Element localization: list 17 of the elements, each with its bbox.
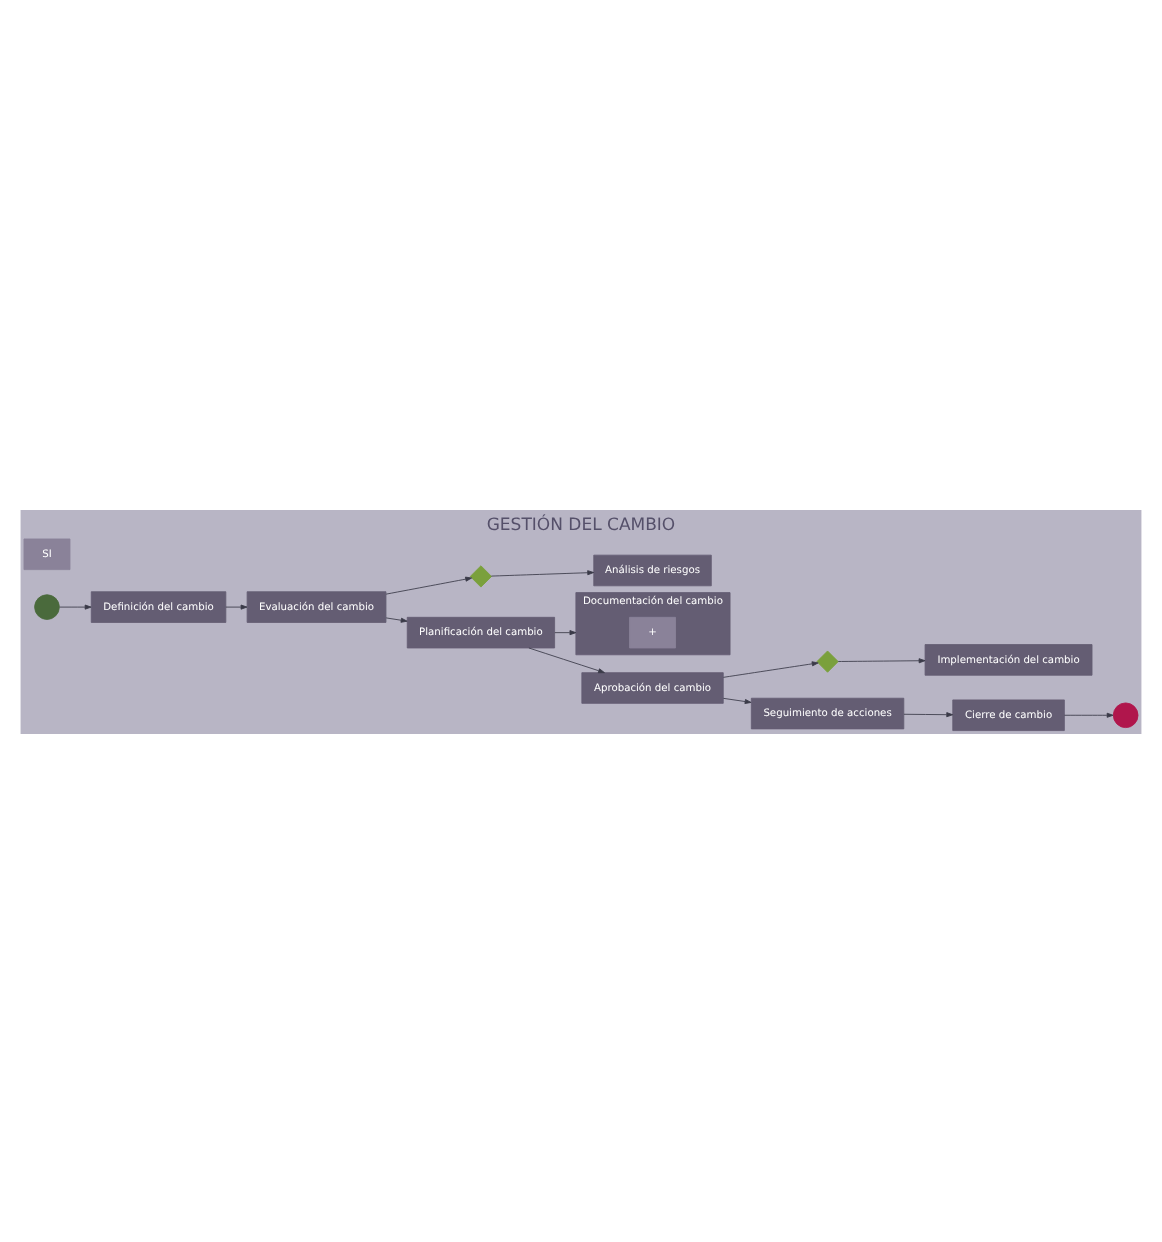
node-diamond	[816, 649, 839, 672]
arrow	[528, 646, 605, 673]
node-diamond	[469, 564, 492, 587]
arrow	[722, 660, 819, 677]
node-circle	[34, 593, 60, 619]
arrow	[722, 696, 752, 704]
arrow	[903, 711, 954, 717]
arrow	[225, 603, 248, 609]
arrow	[385, 575, 473, 594]
diagram-title: GESTIÓN DEL CAMBIO	[486, 515, 676, 536]
arrow	[1064, 711, 1114, 717]
arrow	[837, 657, 926, 663]
arrow	[554, 629, 577, 635]
arrow	[385, 616, 408, 622]
arrow	[59, 603, 92, 609]
arrow	[490, 569, 595, 576]
node-circle	[1112, 701, 1139, 728]
